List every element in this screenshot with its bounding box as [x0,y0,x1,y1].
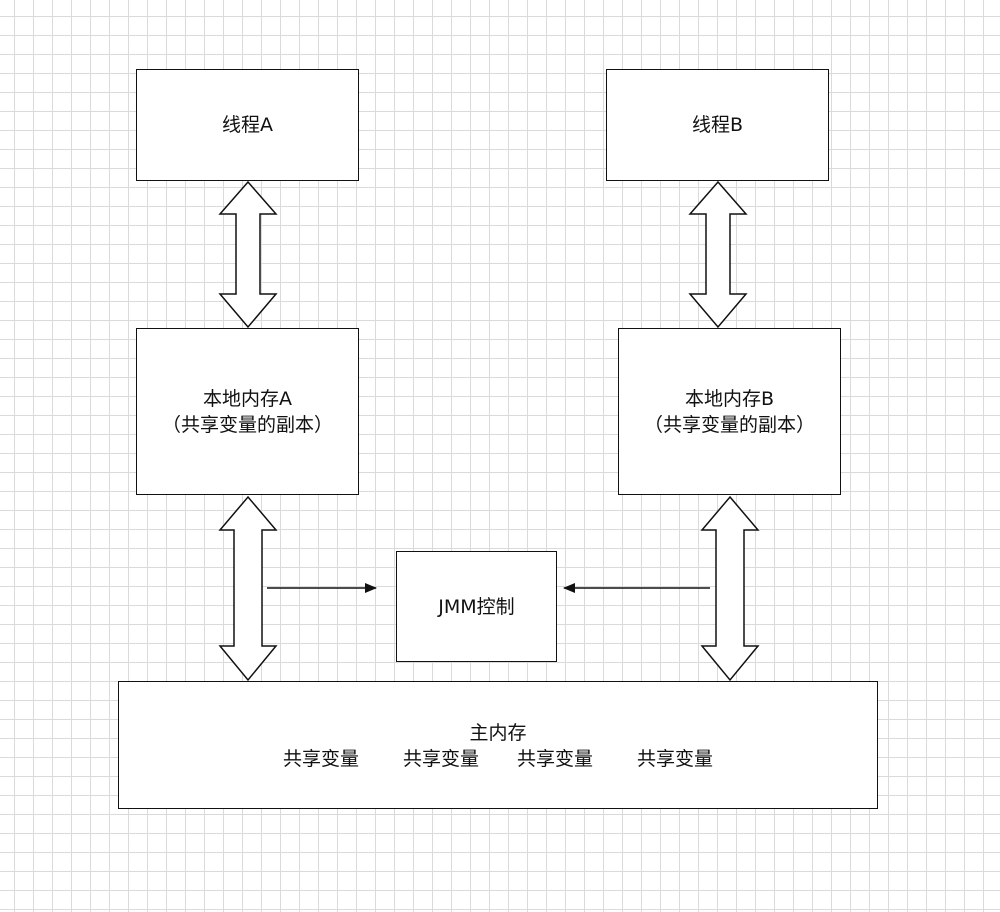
node-main-memory: 主内存 共享变量 共享变量 共享变量 共享变量 [118,681,878,809]
edge-local-a-main [218,495,278,682]
node-jmm-control: JMM控制 [396,551,557,662]
shared-variable: 共享变量 [282,748,359,770]
node-local-memory-a-title: 本地内存A [203,387,292,410]
node-main-memory-title: 主内存 [469,722,527,744]
node-local-memory-a: 本地内存A （共享变量的副本） [136,328,359,495]
shared-variable-list: 共享变量 共享变量 共享变量 共享变量 [283,746,713,772]
node-jmm-control-label: JMM控制 [438,595,515,618]
shared-variable: 共享变量 [517,748,594,770]
node-local-memory-a-subtitle: （共享变量的副本） [161,413,333,436]
node-local-memory-b-title: 本地内存B [684,387,775,410]
node-local-memory-b-subtitle: （共享变量的副本） [643,413,815,436]
edge-local-b-main [700,495,760,682]
shared-variable: 共享变量 [637,748,714,770]
edge-thread-a-local-a [218,180,278,329]
edge-thread-b-local-b [688,180,748,329]
shared-variable: 共享变量 [402,748,479,770]
node-thread-b-label: 线程B [691,114,744,136]
node-thread-b: 线程B [606,69,829,181]
node-thread-a: 线程A [136,69,359,181]
node-thread-a-label: 线程A [222,114,273,136]
node-local-memory-b: 本地内存B （共享变量的副本） [618,328,841,495]
